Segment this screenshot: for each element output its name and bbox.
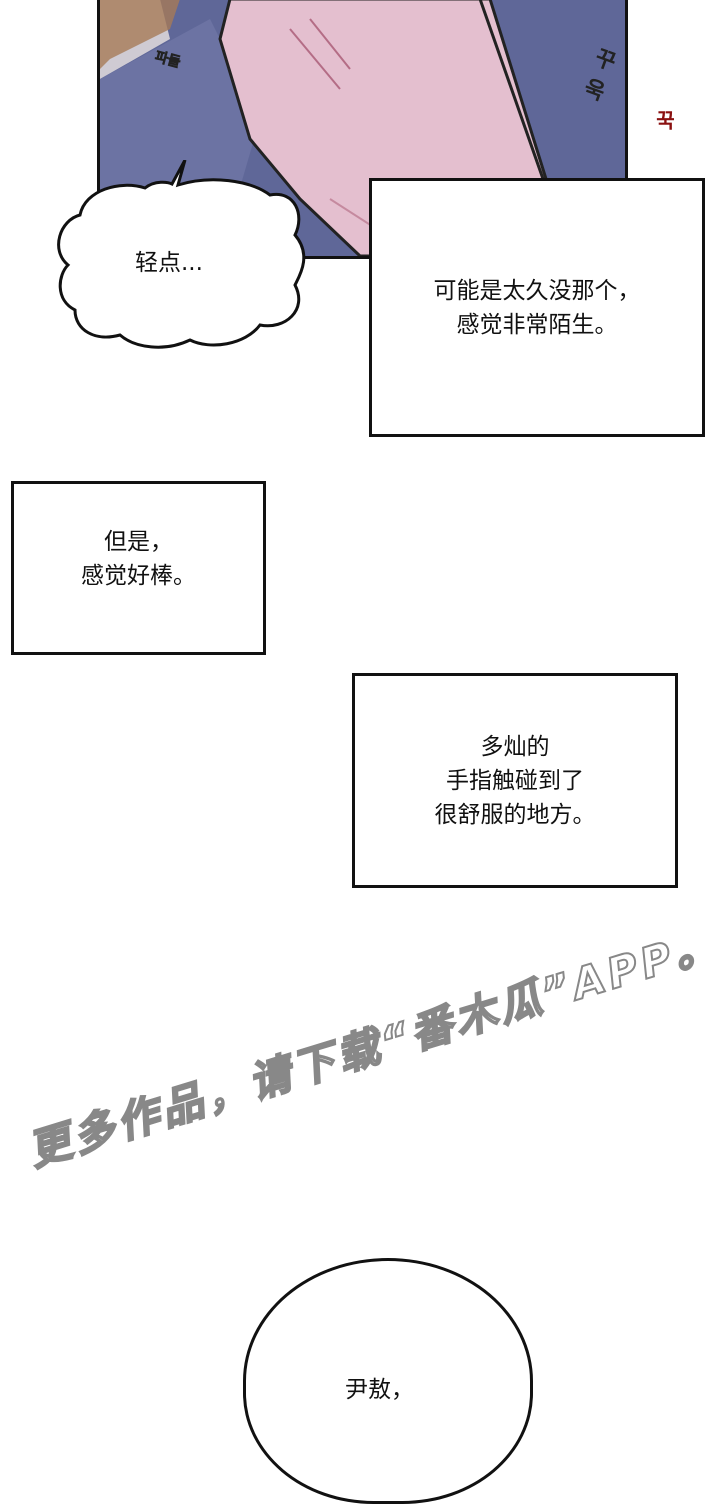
caption-line: 可能是太久没那个， — [433, 277, 641, 304]
caption-line: 手指触碰到了 — [446, 767, 584, 794]
caption-line: 多灿的 — [480, 733, 550, 760]
sfx-text: 꾹 — [652, 110, 676, 130]
caption-line: 很舒服的地方。 — [434, 801, 596, 828]
caption-box: 可能是太久没那个， 感觉非常陌生。 — [369, 178, 705, 437]
caption-line: 但是， — [104, 529, 173, 555]
caption-line: 感觉非常陌生。 — [456, 311, 618, 338]
caption-box: 但是， 感觉好棒。 — [11, 481, 266, 655]
watermark: 更多作品，请下载“番木瓜”APP。 — [22, 917, 720, 1176]
speech-bubble-cloud — [57, 160, 306, 349]
caption-line: 感觉好棒。 — [81, 563, 196, 589]
caption-box: 多灿的手指触碰到了很舒服的地方。 — [352, 673, 678, 888]
speech-bubble-text: 轻点... — [135, 250, 203, 276]
speech-bubble-text: 尹敖， — [345, 1377, 414, 1403]
